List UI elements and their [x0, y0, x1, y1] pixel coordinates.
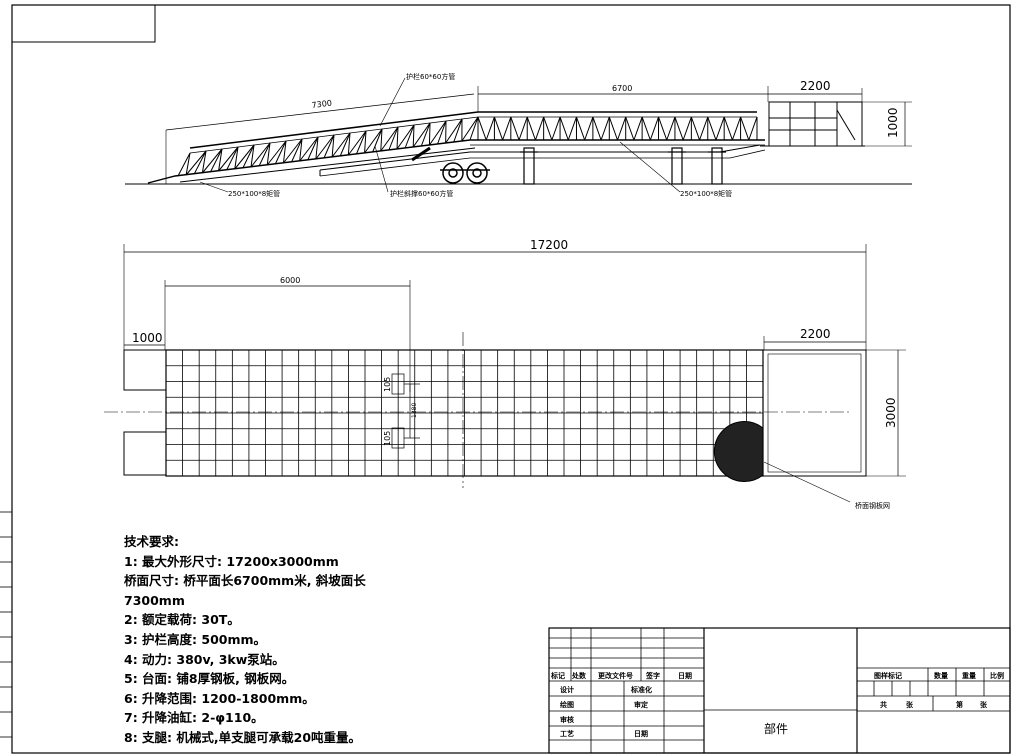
callout-mesh-plate: 桥面钢板网: [855, 501, 890, 510]
note-line: 7: 升降油缸: 2-φ110。: [124, 710, 264, 726]
tb-sheet-no: 第: [956, 700, 963, 709]
notes-heading: 技术要求:: [124, 534, 179, 549]
end-platform: [760, 101, 865, 147]
tb-sheets-1: 张: [906, 700, 914, 709]
note-line: 1: 最大外形尺寸: 17200x3000mm: [124, 553, 339, 569]
callout-beam-left: 250*100*8矩管: [228, 189, 280, 198]
note-line: 8: 支腿: 机械式,单支腿可承载20吨重量。: [124, 729, 362, 745]
ramp-top-rail: [189, 111, 479, 149]
dim-leg-spacing-2: 105: [383, 431, 392, 446]
tb-review: 审定: [634, 700, 648, 709]
dim-ramp-flat: 6000: [280, 276, 300, 285]
dim-rail-height: 1000: [886, 107, 900, 138]
title-block-text: 标记 处数 更改文件号 签字 日期 设计 标准化 绘图 审定 审核 工艺 日期 …: [550, 671, 1004, 738]
mesh-plate-detail: [713, 421, 764, 482]
tb-col-sign: 签字: [645, 671, 660, 680]
drawing-border: [11, 4, 1011, 754]
tb-design: 设计: [560, 685, 574, 694]
plan-end-platform: [762, 349, 867, 477]
dim-total-length: 17200: [530, 238, 568, 252]
callout-beam-right: 250*100*8矩管: [680, 189, 732, 198]
dim-ramp-length: 7300: [311, 99, 332, 110]
tb-process: 工艺: [560, 729, 574, 738]
title-block: [548, 627, 1011, 754]
tb-weight: 重量: [962, 671, 976, 680]
note-line: 5: 台面: 铺8厚钢板, 钢板网。: [124, 671, 295, 687]
dim-lip-length: 1000: [132, 331, 163, 345]
tb-col-count: 处数: [571, 671, 587, 680]
corner-label-box: [11, 4, 156, 43]
technical-requirements: 技术要求: 1: 最大外形尺寸: 17200x3000mm 桥面尺寸: 桥平面长…: [124, 532, 424, 748]
ramp-deck: [147, 139, 471, 184]
margin-ticks: [0, 511, 12, 738]
tb-stage-mark: 图样标记: [874, 671, 902, 680]
tb-total: 共: [880, 700, 887, 709]
tb-standardize: 标准化: [630, 685, 652, 694]
tb-col-mark: 标记: [550, 671, 565, 680]
callout-guardrail-diagonal: 护栏斜撑60*60方管: [390, 189, 453, 198]
support-legs: [520, 147, 726, 185]
tb-scale: 比例: [990, 671, 1004, 680]
ramp-truss: [177, 116, 479, 177]
ramp-wheels: [440, 162, 490, 184]
tb-part-name: 部件: [764, 721, 788, 736]
dim-total-width: 3000: [884, 397, 898, 428]
note-line: 4: 动力: 380v, 3kw泵站。: [124, 651, 285, 667]
lip-upper: [123, 349, 167, 391]
note-line: 3: 护栏高度: 500mm。: [124, 631, 267, 647]
tb-date: 日期: [634, 729, 648, 738]
dim-end-platform: 2200: [800, 79, 831, 93]
tb-sheets-2: 张: [980, 700, 988, 709]
dim-plan-extension: 2200: [800, 327, 831, 341]
tb-col-change-doc: 更改文件号: [598, 671, 633, 680]
lip-lower: [123, 431, 167, 476]
callout-guardrail-tube: 护栏60*60方管: [406, 72, 455, 81]
plan-view: 17200 6000 1000 2200 3000 桥面钢板网: [104, 238, 906, 510]
tb-quantity: 数量: [934, 671, 948, 680]
note-line: 7300mm: [124, 592, 185, 608]
dim-center-span: 1380: [411, 403, 418, 418]
dim-leg-spacing-1: 105: [383, 377, 392, 392]
tb-col-date: 日期: [678, 671, 692, 680]
deck-grid: [166, 350, 763, 476]
note-line: 桥面尺寸: 桥平面长6700mm米, 斜坡面长: [124, 573, 366, 589]
tb-draw: 绘图: [560, 700, 574, 709]
note-line: 2: 额定载荷: 30T。: [124, 612, 240, 628]
note-line: 6: 升降范围: 1200-1800mm。: [124, 690, 315, 706]
tb-check: 审核: [560, 715, 574, 724]
side-elevation-view: 7300 6700 2200 1000 护栏60*60方管 护栏斜撑60*60方…: [125, 72, 912, 198]
platform-truss: [477, 116, 758, 141]
dim-platform-length: 6700: [612, 84, 632, 93]
